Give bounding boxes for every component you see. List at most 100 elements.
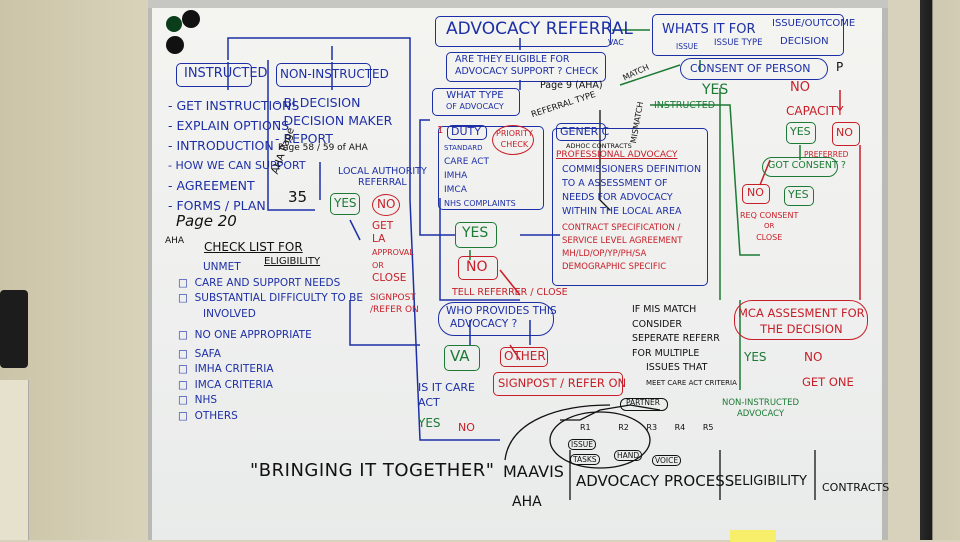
advocacy-referral-box	[435, 16, 611, 47]
partner-label: PARTNER	[626, 398, 660, 407]
generic-definition: COMMISSIONERS DEFINITION TO A ASSESSMENT…	[562, 164, 702, 217]
instructed-label: INSTRUCTED	[654, 100, 716, 111]
what-type-box	[432, 88, 520, 116]
la-yes: YES	[334, 196, 357, 210]
consent-no-box	[742, 184, 770, 204]
list-item: INVOLVED	[203, 307, 256, 320]
r-labels: R1 R2 R3 R4 R5	[580, 423, 714, 432]
other-label: OTHER	[504, 349, 546, 363]
list-item: □ SUBSTANTIAL DIFFICULTY TO BE	[178, 292, 363, 304]
bringing-it-together: "BRINGING IT TOGETHER"	[250, 460, 495, 481]
whats-it-for: WHATS IT FOR	[662, 22, 756, 37]
checklist-items: UNMET □ CARE AND SUPPORT NEEDS □ SUBSTAN…	[178, 260, 363, 424]
eligible-question: ARE THEY ELIGIBLE FOR ADVOCACY SUPPORT ?…	[455, 54, 599, 77]
list-item: UNMET	[203, 261, 241, 273]
care-act-yes: YES	[418, 416, 441, 430]
list-item: □ IMCA CRITERIA	[178, 378, 273, 391]
list-item: □ CARE AND SUPPORT NEEDS	[178, 276, 341, 289]
magnet-icon	[166, 36, 184, 54]
non-instructed-advocacy: NON-INSTRUCTED ADVOCACY	[722, 398, 800, 419]
list-item: □ NHS	[178, 394, 218, 406]
door-edge	[0, 380, 29, 540]
contracts-label: CONTRACTS	[822, 481, 890, 494]
tell-referrer: TELL REFERRER / CLOSE	[452, 287, 568, 298]
list-item: - FORMS / PLAN	[168, 198, 266, 213]
capacity-label: CAPACITY	[786, 104, 844, 118]
whats-it-for-box	[652, 14, 844, 56]
mca-yes: YES	[744, 350, 767, 364]
adhoc-contracts: ADHOC CONTRACTS	[566, 142, 632, 150]
priority-check-circle	[492, 125, 534, 155]
checklist-heading: CHECK LIST FOR	[204, 240, 303, 254]
decision-label: DECISION	[780, 36, 829, 47]
p-label: P	[836, 60, 844, 74]
middle-yes: YES	[462, 225, 489, 241]
magnet-icon	[166, 16, 182, 32]
other-box	[500, 347, 548, 367]
non-instructed-header: NON-INSTRUCTED	[280, 67, 389, 81]
capacity-no: NO	[836, 126, 853, 139]
phone-on-wall	[0, 290, 28, 368]
consent-yes-box	[784, 186, 814, 206]
wall-right	[920, 0, 960, 540]
advocacy-referral-title: ADVOCACY REFERRAL	[446, 19, 633, 39]
va-label: VA	[450, 347, 470, 365]
consent-no: NO	[790, 80, 810, 95]
professional-advocacy: PROFESSIONAL ADVOCACY	[556, 150, 678, 160]
aha-note: AHA	[165, 236, 185, 246]
sticky-note	[730, 530, 776, 542]
middle-no: NO	[466, 259, 488, 275]
get-one: GET ONE	[802, 375, 854, 389]
duty-label-box	[447, 125, 487, 140]
got-consent: GOT CONSENT ?	[768, 160, 846, 171]
get-la-approval: GET LA APPROVAL OR CLOSE	[372, 220, 414, 284]
maavis-label: MAAVIS	[503, 462, 564, 481]
mca-box	[734, 300, 868, 340]
duty-items: STANDARD CARE ACT IMHA IMCA NHS COMPLAIN…	[444, 144, 516, 208]
middle-no-box	[458, 256, 498, 280]
voice-tag: VOICE	[652, 455, 682, 466]
aha-label: AHA	[512, 494, 542, 510]
list-item: - GET INSTRUCTIONS	[168, 98, 300, 113]
instructed-box	[176, 63, 252, 87]
local-authority-label: LOCAL AUTHORITY REFERRAL	[338, 166, 427, 188]
vac-note: VAC	[608, 38, 624, 47]
page-9-note: Page 9 (AHA)	[540, 80, 603, 91]
magnet-icon	[182, 10, 200, 28]
generic-label: GENERIC	[560, 125, 610, 138]
generic-contract: CONTRACT SPECIFICATION / SERVICE LEVEL A…	[562, 223, 683, 272]
issue-label: ISSUE	[676, 42, 698, 51]
la-yes-box	[330, 193, 360, 215]
partner-box	[620, 398, 668, 411]
page-ref-20: Page 20	[176, 212, 237, 230]
got-consent-no: NO	[747, 186, 764, 199]
consent-of-person: CONSENT OF PERSON	[690, 62, 811, 75]
duty-label: DUTY	[451, 125, 481, 138]
eligibility-label: ELIGIBILITY	[734, 474, 807, 489]
list-item: - REPORT	[275, 131, 333, 146]
non-instructed-box	[276, 63, 371, 87]
page-35: 35	[288, 188, 308, 206]
list-item: □ IMHA CRITERIA	[178, 363, 274, 375]
non-instructed-list: - BI DECISION - DECISION MAKER - REPORT	[275, 94, 392, 148]
va-box	[444, 345, 480, 371]
list-item: - INTRODUCTION	[168, 138, 274, 153]
who-provides-box	[438, 302, 554, 336]
is-it-care-act: IS IT CARE ACT	[418, 381, 475, 409]
page-ref-58: Page 58 / 59 of AHA	[278, 143, 368, 153]
list-item: - DECISION MAKER	[275, 113, 393, 128]
capacity-no-box	[832, 122, 860, 146]
care-act-no: NO	[458, 421, 475, 434]
advocacy-process: ADVOCACY PROCESS	[576, 472, 735, 490]
generic-label-box	[556, 123, 606, 141]
list-item: - BI DECISION	[275, 95, 361, 110]
whiteboard-frame	[148, 0, 888, 8]
mca-no: NO	[804, 350, 823, 364]
hand-tag: HAND	[614, 450, 643, 461]
checklist-heading-2: ELIGIBILITY	[264, 256, 321, 267]
eligible-box	[446, 52, 606, 82]
what-type-label: WHAT TYPE OF ADVOCACY	[446, 90, 504, 111]
issue-outcome: ISSUE/OUTCOME	[772, 18, 856, 29]
priority-check: PRIORITY CHECK	[496, 129, 533, 149]
duty-box	[438, 126, 544, 210]
